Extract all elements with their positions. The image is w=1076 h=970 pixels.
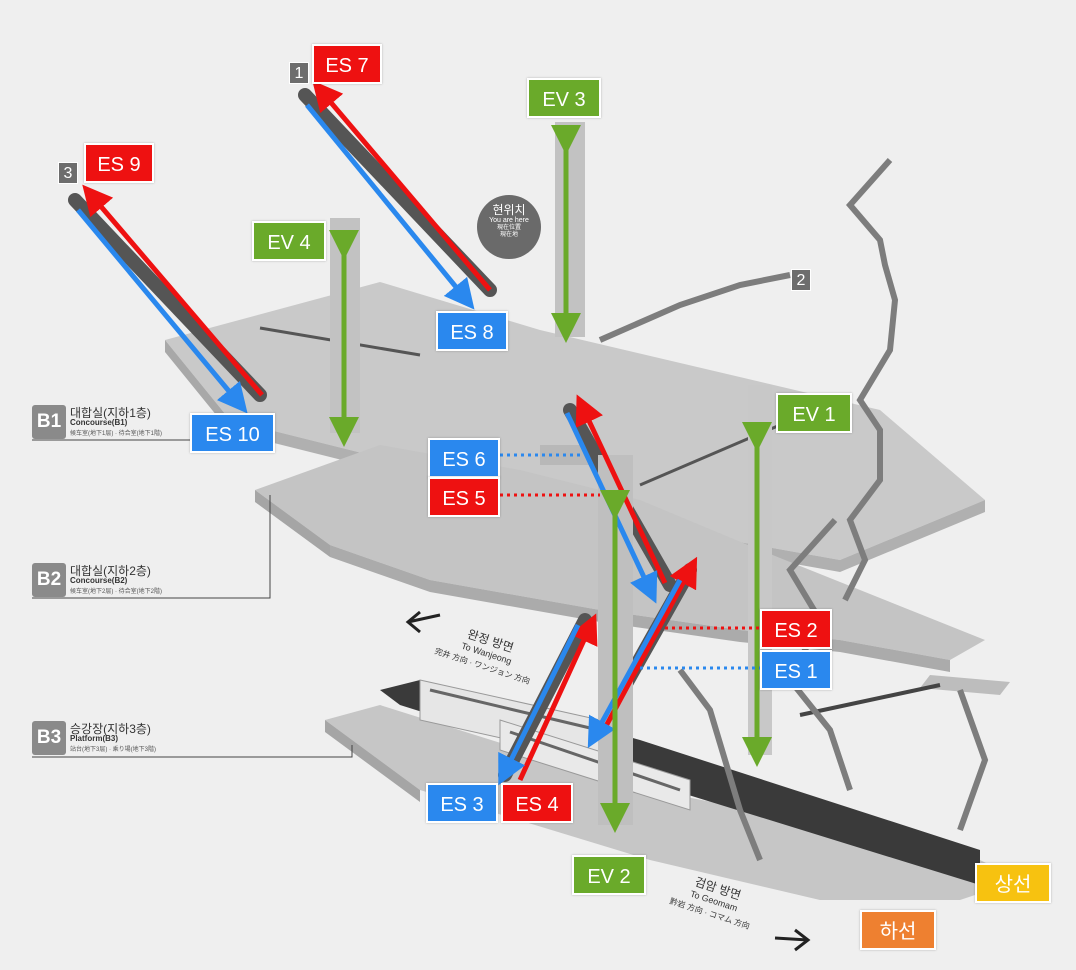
floor-name: 대합실(지하2층) (70, 564, 151, 578)
downbound-track-label: 하선 (860, 910, 936, 950)
elevator-arrows (329, 125, 772, 833)
floor-name-cjk: 候车室(地下2层) · 待合室(地下2階) (70, 589, 162, 595)
current-location-zh: 現在位置 (496, 225, 521, 231)
es6-label: ES 6 (428, 438, 500, 478)
es8-down-arrow (305, 103, 475, 310)
ev2-label: EV 2 (572, 855, 646, 895)
floor-name-en: Concourse(B2) (70, 576, 128, 585)
es9-up-arrow (82, 184, 264, 397)
ev1-label: EV 1 (776, 393, 852, 433)
floor-badge: B2 (32, 563, 66, 597)
floor-badge: B3 (32, 721, 66, 755)
exit-number-1: 1 (289, 62, 309, 84)
floor-guide-lines (32, 439, 353, 758)
current-location-ja: 現在地 (499, 232, 518, 238)
es10-down-arrow (76, 208, 248, 414)
es8-label: ES 8 (436, 311, 508, 351)
es5-label: ES 5 (428, 477, 500, 517)
es1-label: ES 1 (760, 650, 832, 690)
current-location-en: You are here (489, 217, 529, 224)
floor-name: 승강장(지하3층) (70, 722, 151, 736)
floor-name: 대합실(지하1층) (70, 406, 151, 420)
es2-label: ES 2 (760, 609, 832, 649)
ev4-label: EV 4 (252, 221, 326, 261)
current-location-ko: 현위치 (492, 203, 526, 217)
es7-label: ES 7 (312, 44, 382, 84)
es7-up-arrow (312, 80, 492, 292)
leader-lines (500, 453, 760, 670)
es3-label: ES 3 (426, 783, 498, 823)
escalator-arrows (76, 80, 698, 786)
es10-label: ES 10 (190, 413, 275, 453)
upbound-track-label: 상선 (975, 863, 1051, 903)
direction-arrows (405, 610, 811, 952)
floor-name-en: Concourse(B1) (70, 418, 128, 427)
current-location-marker: 현위치 You are here 現在位置 現在地 (477, 195, 541, 259)
exit-number-2: 2 (791, 269, 811, 291)
es9-label: ES 9 (84, 143, 154, 183)
ev3-label: EV 3 (527, 78, 601, 118)
es4-up-arrow (517, 613, 598, 782)
floor-name-cjk: 候车室(地下1层) · 待合室(地下1階) (70, 431, 162, 437)
floor-name-en: Platform(B3) (70, 734, 119, 743)
floor-badge: B1 (32, 405, 66, 439)
floor-name-cjk: 站台(地下3层) · 乘り場(地下3階) (70, 747, 156, 753)
exit-number-3: 3 (58, 162, 78, 184)
es3-down-arrow (498, 623, 581, 786)
es4-label: ES 4 (501, 783, 573, 823)
